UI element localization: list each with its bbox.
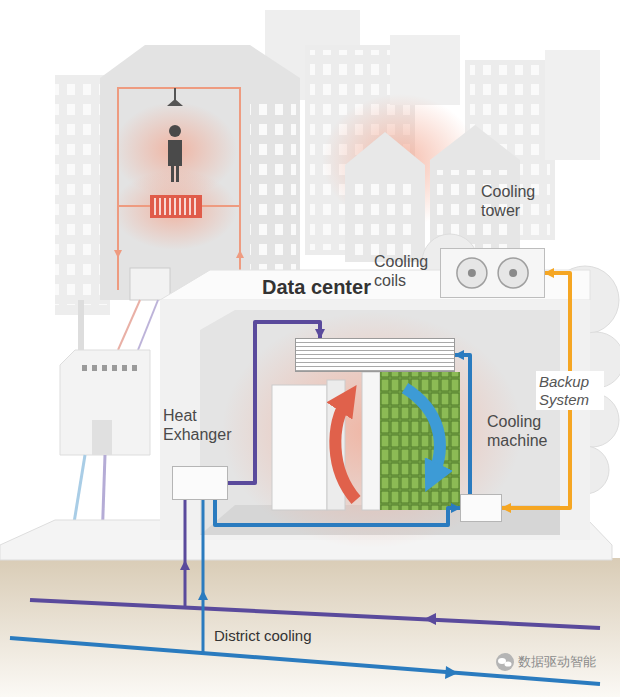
apartment-building-part (236, 250, 244, 258)
fan-icon (441, 249, 544, 297)
heating-plant-part (92, 420, 112, 455)
heat-exchanger: Heat Exhanger (172, 466, 228, 500)
ground-part (0, 558, 620, 697)
pipe-network-label: District cooling (214, 627, 312, 644)
part-label: Cooling tower (481, 183, 557, 221)
ground (0, 520, 620, 697)
apartment-building-part (113, 170, 237, 250)
houses-part (352, 175, 418, 255)
label-holder: Cooling machine (487, 413, 563, 451)
server-racks-part (380, 372, 460, 510)
apartment-building-part (150, 195, 202, 218)
houses (322, 94, 520, 262)
houses-part (345, 132, 425, 262)
building-title: Data center (262, 276, 371, 300)
apartment-building-part (250, 95, 296, 295)
district-pipes (10, 500, 600, 684)
cooling-coils: Cooling coils (295, 338, 455, 372)
fan-icon-part (468, 269, 476, 277)
data-center-building (160, 270, 590, 548)
apartment-building-part (118, 88, 240, 290)
pipe-connector (215, 500, 460, 525)
district-pipes-part (10, 638, 600, 684)
part-label: Cooling coils (374, 253, 438, 291)
data-center-building-part (222, 312, 522, 548)
server-racks-part (362, 372, 380, 510)
district-pipes-part (198, 590, 208, 600)
heating-plant-part (138, 300, 158, 350)
heating-plant-part (60, 350, 150, 455)
apartment-building (100, 45, 300, 300)
label-holder: Cooling tower (481, 183, 557, 221)
pipe-connector (455, 355, 470, 494)
apartment-building-part (114, 250, 122, 258)
district-pipes-part (184, 500, 187, 608)
pipe-connector (502, 273, 570, 508)
server-racks-part (335, 398, 356, 500)
heating-plant-part (82, 365, 137, 371)
heating-plant-part (78, 300, 84, 355)
server-racks-part (405, 388, 440, 478)
district-pipes-part (424, 613, 436, 625)
apartment-building-part (155, 198, 195, 215)
part-label: Heat Exhanger (163, 407, 247, 445)
pipe-label: Backup System (536, 371, 604, 410)
district-pipes-part (202, 500, 205, 653)
city-background-part (545, 50, 600, 160)
watermark-icon (496, 653, 514, 671)
apartment-building-part (167, 99, 183, 106)
apartment-building-part (169, 125, 181, 137)
heating-plant-part (118, 300, 140, 350)
apartment-building-part (174, 88, 176, 100)
fan-icon-part (498, 258, 528, 288)
watermark: 数据驱动智能 (518, 653, 596, 671)
city-background (55, 10, 600, 315)
watermark-icon-part (505, 661, 512, 666)
district-pipes-part (30, 600, 600, 628)
label-holder: Cooling coils (374, 253, 438, 291)
cooling-tower: Cooling tower (440, 248, 545, 298)
data-center-building: Data centerCooling coilsHeat ExhangerCoo… (150, 262, 595, 552)
server-racks (272, 372, 460, 510)
district-pipes-part (445, 666, 458, 679)
part-label: Cooling machine (487, 413, 563, 451)
fan-icon-part (457, 258, 487, 288)
server-racks-part (380, 372, 460, 510)
label-holder: Heat Exhanger (163, 407, 247, 445)
server-racks-part (272, 385, 327, 510)
cooling-machine: Cooling machine (460, 494, 502, 522)
district-pipes-part (180, 560, 190, 570)
heating-plant-part (130, 268, 170, 300)
apartment-building-part (168, 140, 182, 182)
title-holder: Data center (262, 276, 371, 300)
apartment-building-part (100, 45, 300, 300)
watermark-icon-part (496, 653, 514, 671)
fan-icon-part (509, 269, 517, 277)
